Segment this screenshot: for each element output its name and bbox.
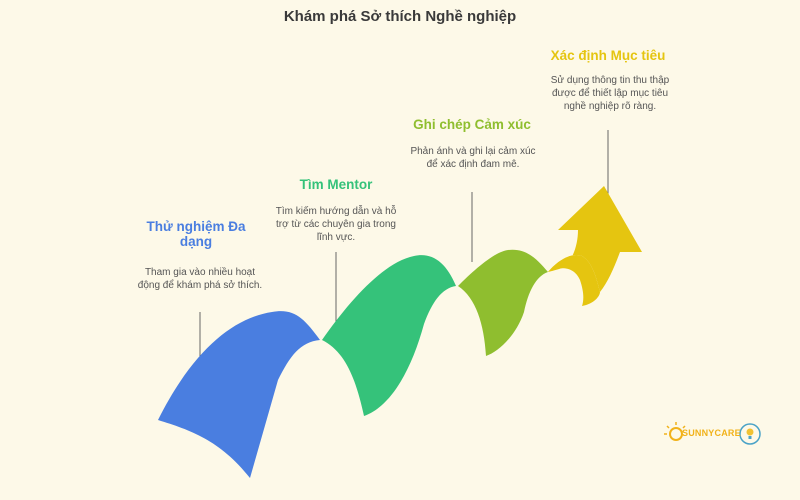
step-2-description: Tìm kiếm hướng dẫn và hỗ trợ từ các chuy… bbox=[275, 206, 397, 243]
step-4-title: Xác định Mục tiêu bbox=[550, 48, 666, 63]
step-band-3 bbox=[458, 249, 548, 356]
step-band-1 bbox=[158, 311, 320, 478]
diagram-title: Khám phá Sở thích Nghề nghiệp bbox=[283, 8, 517, 25]
step-band-2 bbox=[322, 255, 456, 416]
step-4-tail bbox=[548, 254, 600, 306]
step-4-description: Sử dụng thông tin thu thập được để thiết… bbox=[550, 75, 670, 112]
sunnycare-logo: SUNNYCARE bbox=[682, 428, 741, 438]
step-1-description: Tham gia vào nhiều hoạt động để khám phá… bbox=[137, 267, 263, 291]
head-lightbulb-icon bbox=[739, 423, 761, 445]
step-1-title: Thử nghiệm Đa dạng bbox=[146, 219, 246, 249]
step-2-title: Tìm Mentor bbox=[299, 177, 373, 192]
step-3-description: Phản ánh và ghi lại cảm xúc để xác định … bbox=[410, 146, 536, 170]
step-3-title: Ghi chép Cảm xúc bbox=[413, 117, 531, 132]
sun-icon bbox=[664, 422, 686, 441]
step-arrow-4 bbox=[548, 186, 642, 292]
